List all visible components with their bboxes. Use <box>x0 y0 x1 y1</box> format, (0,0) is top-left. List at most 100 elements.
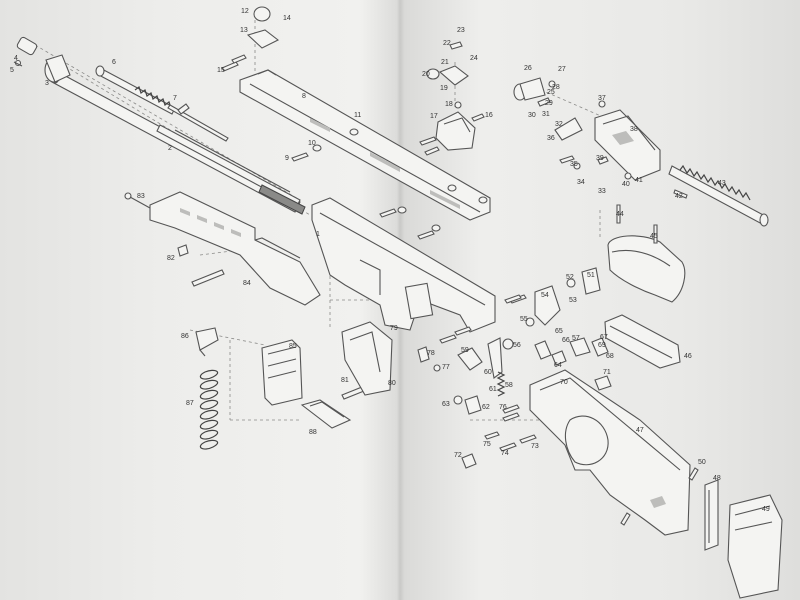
part-callout-20: 20 <box>422 71 430 78</box>
part-callout-49: 49 <box>762 506 770 513</box>
magazine-part <box>261 339 303 406</box>
part-callout-22: 22 <box>443 40 451 47</box>
part-callout-44: 44 <box>616 211 624 218</box>
part-callout-66: 66 <box>562 337 570 344</box>
part-callout-6: 6 <box>112 59 116 66</box>
lower-receiver-part <box>311 197 496 333</box>
part-callout-3: 3 <box>45 80 49 87</box>
part-callout-21: 21 <box>441 59 449 66</box>
part-callout-82: 82 <box>167 255 175 262</box>
part-callout-77: 77 <box>442 364 450 371</box>
part-callout-26: 26 <box>524 65 532 72</box>
part-callout-54: 54 <box>541 292 549 299</box>
part-callout-59: 59 <box>461 347 469 354</box>
handguard-part <box>149 191 321 306</box>
magazine-follower-part <box>195 327 219 357</box>
part-callout-61: 61 <box>489 386 497 393</box>
part-callout-46: 46 <box>684 353 692 360</box>
part-callout-86: 86 <box>181 333 189 340</box>
part-callout-78: 78 <box>427 350 435 357</box>
part-callout-17: 17 <box>430 113 438 120</box>
cheek-piece-part <box>607 235 686 303</box>
part-callout-58: 58 <box>505 382 513 389</box>
part-callout-30: 30 <box>528 112 536 119</box>
part-callout-7: 7 <box>173 95 177 102</box>
part-callout-48: 48 <box>713 475 721 482</box>
part-callout-34: 34 <box>577 179 585 186</box>
part-callout-47: 47 <box>636 427 644 434</box>
part-callout-18: 18 <box>445 101 453 108</box>
part-callout-43: 43 <box>718 180 726 187</box>
part-callout-62: 62 <box>482 404 490 411</box>
part-callout-76: 76 <box>499 404 507 411</box>
part-callout-38: 38 <box>630 126 638 133</box>
muzzle-parts <box>13 36 71 83</box>
part-callout-8: 8 <box>302 93 306 100</box>
part-callout-25: 25 <box>547 89 555 96</box>
part-callout-40: 40 <box>622 181 630 188</box>
part-callout-28: 28 <box>552 84 560 91</box>
part-callout-39: 39 <box>596 155 604 162</box>
part-callout-69: 69 <box>598 342 606 349</box>
part-callout-4: 4 <box>14 55 18 62</box>
part-callout-35: 35 <box>570 161 578 168</box>
part-callout-60: 60 <box>484 369 492 376</box>
part-callout-27: 27 <box>558 66 566 73</box>
part-callout-24: 24 <box>470 55 478 62</box>
part-callout-52: 52 <box>566 274 574 281</box>
magazine-well-part <box>341 321 393 396</box>
part-callout-19: 19 <box>440 85 448 92</box>
part-callout-68: 68 <box>606 353 614 360</box>
part-callout-50: 50 <box>698 459 706 466</box>
part-callout-5: 5 <box>10 67 14 74</box>
part-callout-31: 31 <box>542 111 550 118</box>
part-callout-53: 53 <box>569 297 577 304</box>
butt-pad-part <box>727 494 783 599</box>
part-callout-75: 75 <box>483 441 491 448</box>
magazine-floorplate-part <box>300 399 352 429</box>
part-callout-85: 85 <box>289 343 297 350</box>
gas-tube-parts <box>95 65 229 142</box>
part-callout-13: 13 <box>240 27 248 34</box>
part-callout-84: 84 <box>243 280 251 287</box>
stock-part <box>529 369 691 536</box>
trigger-group-parts <box>417 267 612 469</box>
part-callout-9: 9 <box>285 155 289 162</box>
part-callout-36: 36 <box>547 135 555 142</box>
part-callout-80: 80 <box>388 380 396 387</box>
bolt-carrier-part <box>594 109 661 181</box>
part-callout-32: 32 <box>555 121 563 128</box>
part-callout-37: 37 <box>598 95 606 102</box>
magazine-spring-part <box>199 369 219 450</box>
part-callout-11: 11 <box>354 112 361 119</box>
part-callout-55: 55 <box>520 316 528 323</box>
part-callout-15: 15 <box>217 67 225 74</box>
part-callout-23: 23 <box>457 27 465 34</box>
upper-receiver-part <box>239 69 491 221</box>
rear-sight-part <box>426 41 476 151</box>
recoil-spring-part <box>668 164 769 227</box>
part-callout-88: 88 <box>309 429 317 436</box>
part-callout-73: 73 <box>531 443 539 450</box>
barrel-part <box>50 70 306 215</box>
part-callout-74: 74 <box>501 450 509 457</box>
part-callout-83: 83 <box>137 193 145 200</box>
part-callout-10: 10 <box>308 140 316 147</box>
butt-plate-part <box>704 479 719 551</box>
part-callout-63: 63 <box>442 401 450 408</box>
part-callout-12: 12 <box>241 8 249 15</box>
part-callout-65: 65 <box>555 328 563 335</box>
part-callout-29: 29 <box>545 100 553 107</box>
part-callout-72: 72 <box>454 452 462 459</box>
part-callout-16: 16 <box>485 112 493 119</box>
part-callout-41: 41 <box>635 177 643 184</box>
part-callout-70: 70 <box>560 379 568 386</box>
part-callout-71: 71 <box>603 369 611 376</box>
part-callout-57: 57 <box>572 335 580 342</box>
part-callout-56: 56 <box>513 342 521 349</box>
part-callout-1: 1 <box>316 231 320 238</box>
part-callout-87: 87 <box>186 400 194 407</box>
